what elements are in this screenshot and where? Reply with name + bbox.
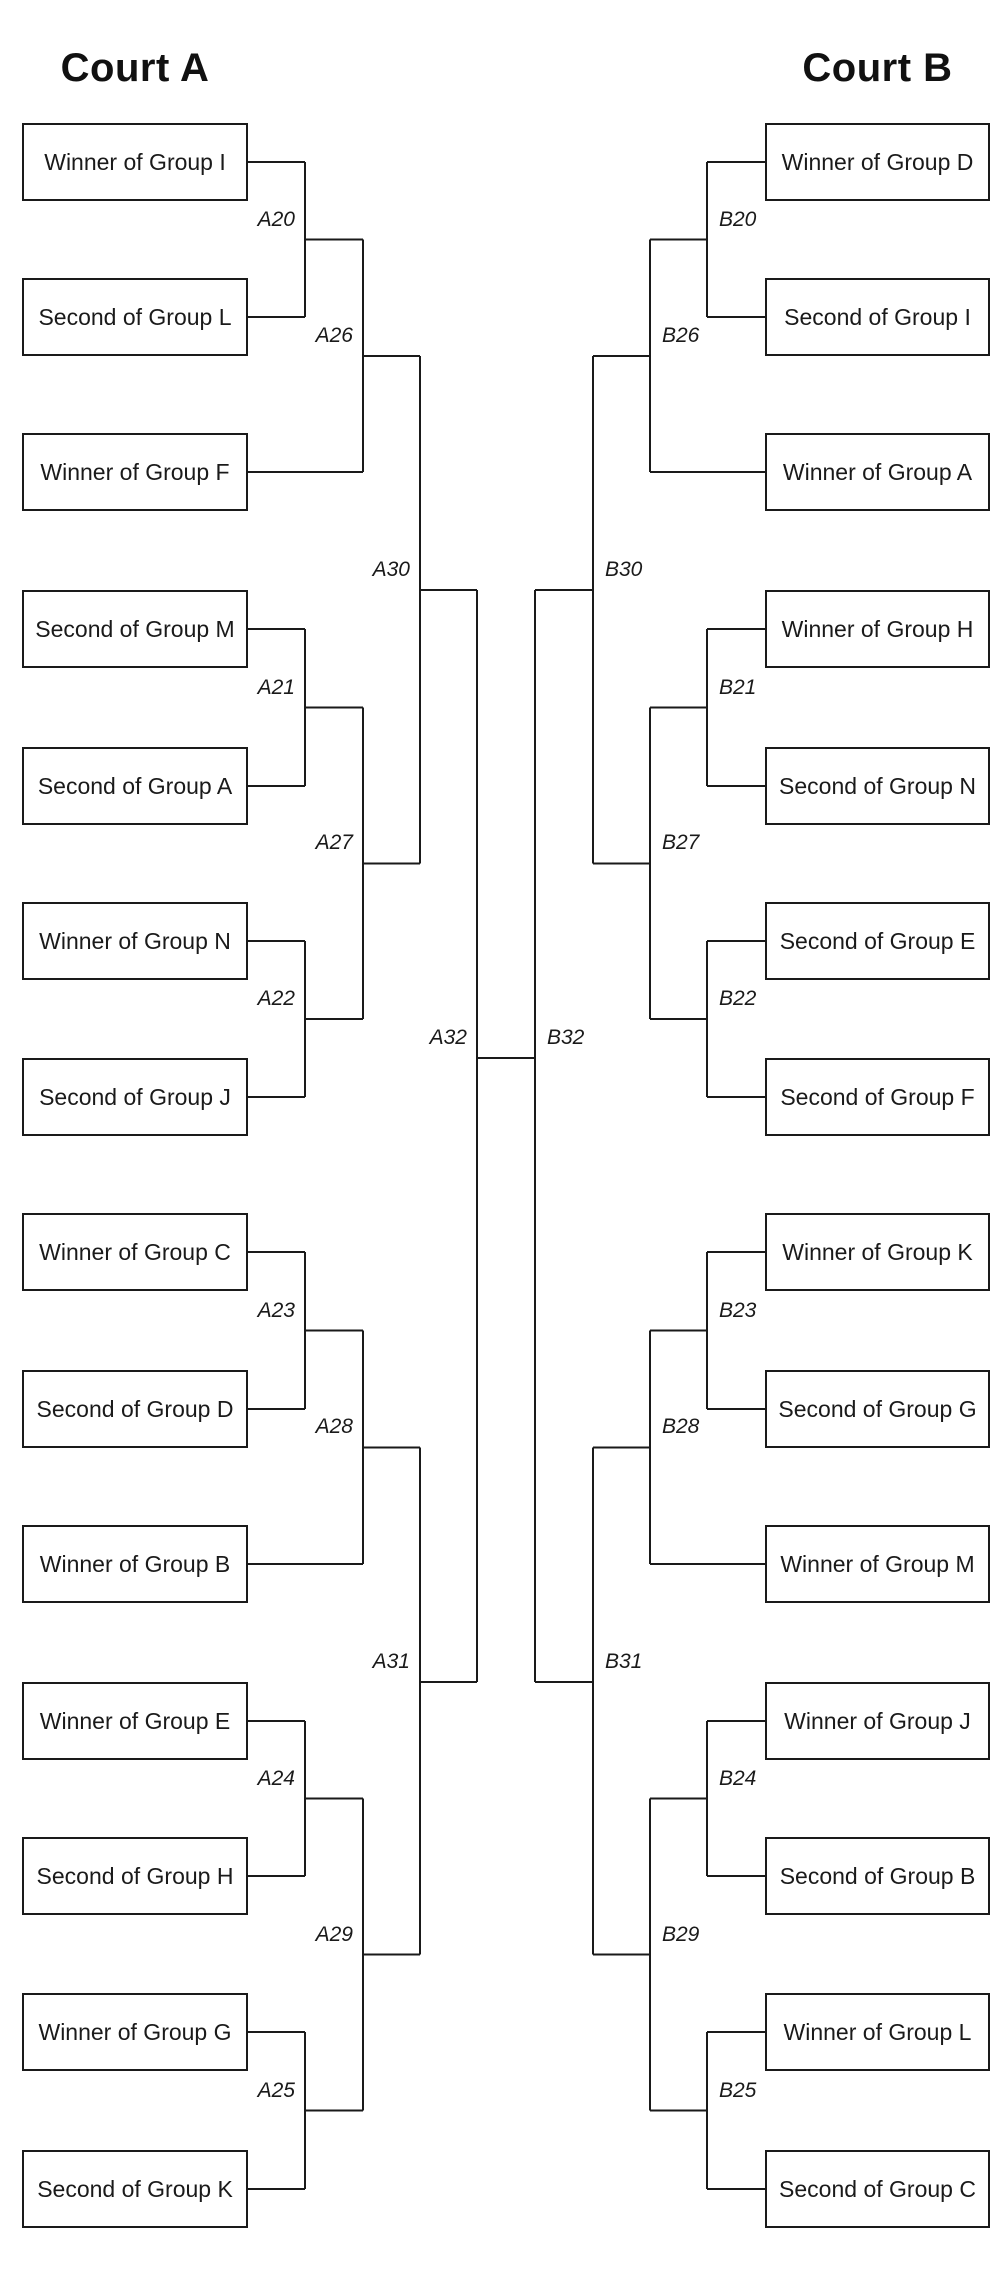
slot-box: Winner of Group F	[22, 433, 248, 511]
slot-box: Winner of Group J	[765, 1682, 990, 1760]
slot-box: Second of Group I	[765, 278, 990, 356]
slot-box: Second of Group L	[22, 278, 248, 356]
match-label: A22	[257, 987, 295, 1010]
match-label: B31	[605, 1650, 643, 1673]
match-label: A20	[257, 207, 295, 231]
slot-box: Second of Group J	[22, 1058, 248, 1136]
match-label: A30	[372, 558, 410, 581]
slot-box: Second of Group G	[765, 1370, 990, 1448]
slot-box: Winner of Group K	[765, 1213, 990, 1291]
match-label: B20	[719, 207, 757, 231]
match-label: A25	[257, 2078, 295, 2102]
match-label: B27	[662, 831, 700, 855]
match-label: B28	[662, 1415, 700, 1439]
slot-box: Second of Group B	[765, 1837, 990, 1915]
slot-box: Winner of Group I	[22, 123, 248, 201]
match-label: A32	[429, 1026, 467, 1049]
slot-box: Winner of Group B	[22, 1525, 248, 1603]
slot-box: Second of Group H	[22, 1837, 248, 1915]
slot-box: Winner of Group D	[765, 123, 990, 201]
slot-box: Second of Group K	[22, 2150, 248, 2228]
match-label: A21	[257, 675, 295, 699]
slot-box: Winner of Group G	[22, 1993, 248, 2071]
match-label: B24	[719, 1766, 757, 1790]
match-label: B26	[662, 323, 700, 347]
slot-box: Winner of Group N	[22, 902, 248, 980]
match-label: B21	[719, 675, 757, 699]
slot-box: Second of Group A	[22, 747, 248, 825]
match-label: B22	[719, 987, 757, 1010]
slot-box: Winner of Group H	[765, 590, 990, 668]
slot-box: Second of Group D	[22, 1370, 248, 1448]
match-label: A24	[257, 1766, 295, 1790]
court-title: Court B	[802, 46, 953, 90]
court-title: Court A	[60, 46, 210, 90]
match-label: B25	[719, 2078, 757, 2102]
match-label: B30	[605, 558, 643, 581]
slot-box: Winner of Group C	[22, 1213, 248, 1291]
slot-box: Second of Group E	[765, 902, 990, 980]
match-label: B29	[662, 1922, 700, 1946]
slot-box: Winner of Group M	[765, 1525, 990, 1603]
match-label: A31	[372, 1650, 410, 1673]
slot-box: Second of Group F	[765, 1058, 990, 1136]
match-label: B32	[547, 1026, 585, 1049]
match-label: A27	[315, 831, 353, 855]
match-label: A26	[315, 323, 353, 347]
match-label: B23	[719, 1298, 757, 1322]
match-label: A23	[257, 1298, 295, 1322]
slot-box: Winner of Group E	[22, 1682, 248, 1760]
match-label: A28	[315, 1415, 353, 1439]
slot-box: Second of Group M	[22, 590, 248, 668]
slot-box: Winner of Group A	[765, 433, 990, 511]
slot-box: Second of Group N	[765, 747, 990, 825]
slot-box: Second of Group C	[765, 2150, 990, 2228]
match-label: A29	[315, 1922, 353, 1946]
slot-box: Winner of Group L	[765, 1993, 990, 2071]
